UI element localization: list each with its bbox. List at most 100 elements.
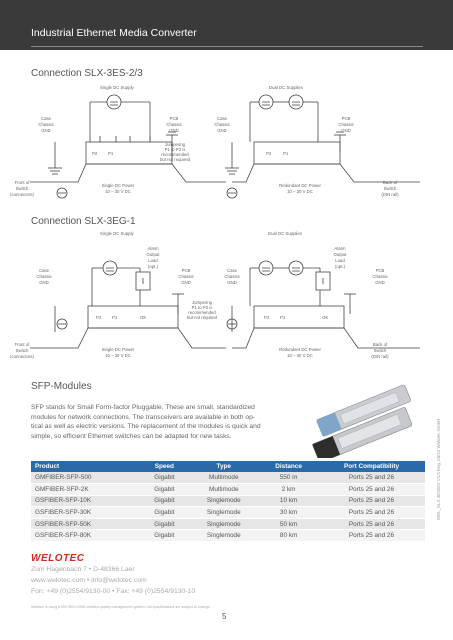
svg-text:P2: P2 [92, 151, 98, 156]
svg-text:10 – 30 V DC: 10 – 30 V DC [287, 353, 313, 358]
svg-text:Switch: Switch [384, 186, 397, 191]
svg-text:Dual DC Supplies: Dual DC Supplies [268, 231, 302, 236]
svg-text:Chassis: Chassis [178, 274, 193, 279]
svg-text:Output: Output [334, 252, 348, 257]
document-code: WEL_SLX-3ES/EG V1.0 Eng, 05/12 Welotec G… [436, 418, 441, 520]
svg-text:Single DC Power: Single DC Power [102, 183, 135, 188]
svg-text:Case: Case [41, 116, 52, 121]
svg-text:GND: GND [375, 280, 385, 285]
svg-text:Chassis: Chassis [224, 274, 239, 279]
svg-text:P2: P2 [266, 151, 272, 156]
svg-text:(opt.): (opt.) [148, 264, 159, 269]
earth-icon [226, 187, 238, 199]
footer-web-email[interactable]: www.welotec.com • info@welotec.com [31, 577, 147, 584]
svg-text:Chassis: Chassis [372, 274, 387, 279]
svg-text:(opt.): (opt.) [335, 264, 346, 269]
svg-text:P1: P1 [280, 315, 286, 320]
svg-text:Chassis: Chassis [166, 122, 181, 127]
terminal-block-left [87, 305, 179, 329]
page-number: 5 [222, 612, 227, 621]
column-header-type: Type [188, 461, 260, 472]
svg-text:P2: P2 [264, 315, 270, 320]
sfp-description: SFP stands for Small Form-factor Pluggab… [31, 404, 261, 440]
wiring-diagram-slx-3es: Single DC Supply Dual DC Supplies Case C… [10, 85, 420, 199]
footer-footnote: Welotec is using a ISO 9001:2008 certifi… [31, 605, 211, 609]
section-title-slx-3es: Connection SLX-3ES-2/3 [31, 68, 143, 79]
column-header-distance: Distance [259, 461, 318, 472]
svg-text:PCB: PCB [182, 268, 191, 273]
earth-icon [56, 187, 68, 199]
svg-text:P1 to P2 is: P1 to P2 is [165, 147, 186, 152]
svg-text:Output: Output [147, 252, 161, 257]
svg-text:Load: Load [148, 258, 158, 263]
svg-text:GND: GND [41, 128, 51, 133]
svg-text:10 – 30 V DC: 10 – 30 V DC [105, 353, 131, 358]
svg-text:10 – 30 V DC: 10 – 30 V DC [105, 189, 131, 194]
column-header-port-compatibility: Port Compatibility [317, 461, 425, 472]
column-header-product: Product [31, 461, 141, 472]
svg-text:Back of: Back of [373, 342, 388, 347]
svg-text:Chassis: Chassis [38, 122, 53, 127]
svg-text:Load: Load [335, 258, 345, 263]
svg-text:P1 to P2 is: P1 to P2 is [192, 305, 213, 310]
svg-text:Case: Case [39, 268, 50, 273]
svg-text:P1: P1 [283, 151, 289, 156]
svg-text:but not required: but not required [160, 157, 191, 162]
svg-text:GND: GND [227, 280, 237, 285]
label-single-supply: Single DC Supply [100, 85, 135, 90]
svg-text:Redundant DC Power: Redundant DC Power [279, 347, 321, 352]
svg-text:but not required: but not required [187, 315, 218, 320]
svg-text:GND: GND [341, 128, 351, 133]
svg-text:PCB: PCB [170, 116, 179, 121]
svg-text:Single DC Power: Single DC Power [102, 347, 135, 352]
svg-text:Jumpering: Jumpering [192, 300, 213, 305]
svg-text:P1: P1 [108, 151, 114, 156]
svg-text:Switch: Switch [16, 348, 29, 353]
svg-text:PCB: PCB [342, 116, 351, 121]
svg-text:GND: GND [217, 128, 227, 133]
svg-text:recommended: recommended [161, 152, 189, 157]
svg-text:PCB: PCB [376, 268, 385, 273]
svg-text:Alarm: Alarm [334, 246, 346, 251]
svg-text:Chassis: Chassis [214, 122, 229, 127]
footer-address: Zum Hagenbach 7 • D-48366 Laer [31, 566, 135, 573]
svg-text:GND: GND [169, 128, 179, 133]
earth-icon [56, 318, 68, 330]
svg-text:Switch: Switch [374, 348, 387, 353]
svg-text:P1: P1 [112, 315, 118, 320]
wiring-diagram-slx-3eg: Single DC Supply Dual DC Supplies Alarm … [10, 231, 420, 359]
welotec-logo: WELOTEC [31, 553, 85, 564]
svg-text:(connectors): (connectors) [10, 192, 34, 197]
svg-text:Case: Case [227, 268, 238, 273]
section-title-slx-3eg: Connection SLX-3EG-1 [31, 216, 136, 227]
svg-text:Chassis: Chassis [36, 274, 51, 279]
footer-phone-fax: Fon: +49 (0)2554/9130-00 • Fax: +49 (0)2… [31, 588, 196, 595]
svg-text:Case: Case [217, 116, 228, 121]
sfp-products-table: Product Speed Type Distance Port Compati… [31, 461, 425, 543]
label-dual-supply: Dual DC Supplies [269, 85, 303, 90]
svg-text:Redundant DC Power: Redundant DC Power [279, 183, 321, 188]
header-divider [31, 46, 423, 47]
svg-text:GND: GND [39, 280, 49, 285]
column-header-speed: Speed [140, 461, 189, 472]
page-title: Industrial Ethernet Media Converter [31, 27, 197, 39]
svg-text:Chassis: Chassis [338, 122, 353, 127]
svg-text:Alarm: Alarm [147, 246, 159, 251]
svg-text:(connectors): (connectors) [10, 354, 34, 359]
svg-text:(DIN rail): (DIN rail) [381, 192, 399, 197]
table-header-row: Product Speed Type Distance Port Compati… [31, 461, 425, 472]
svg-text:Switch: Switch [16, 186, 29, 191]
svg-text:OK: OK [140, 315, 146, 320]
svg-text:Front of: Front of [15, 342, 31, 347]
svg-text:10 – 30 V DC: 10 – 30 V DC [287, 189, 313, 194]
sfp-module-image [312, 384, 413, 458]
svg-text:GND: GND [181, 280, 191, 285]
svg-text:recommended: recommended [188, 310, 216, 315]
earth-icon [226, 318, 238, 330]
svg-text:Back of: Back of [383, 180, 398, 185]
svg-text:OK: OK [322, 315, 328, 320]
